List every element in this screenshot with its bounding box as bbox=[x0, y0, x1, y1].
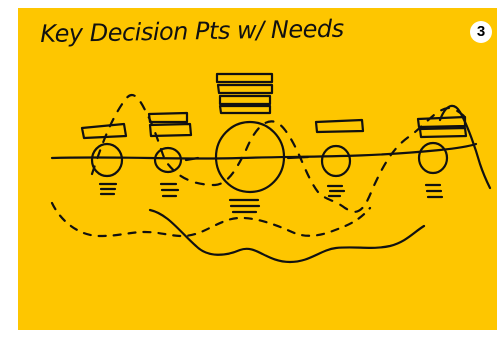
decision-point-1 bbox=[92, 144, 122, 176]
need-marks-2 bbox=[161, 184, 178, 196]
need-box-2a bbox=[149, 113, 187, 122]
need-box-4 bbox=[316, 120, 363, 132]
need-marks-1 bbox=[100, 184, 116, 194]
need-marks-5 bbox=[426, 185, 442, 197]
decision-point-4 bbox=[322, 146, 350, 176]
need-box-1 bbox=[82, 124, 126, 138]
need-marks-3 bbox=[230, 200, 259, 212]
need-box-5b bbox=[420, 128, 466, 137]
need-marks-4 bbox=[328, 186, 344, 196]
dashed-lower-curve bbox=[52, 203, 370, 236]
decision-point-2 bbox=[155, 148, 181, 172]
decision-point-5 bbox=[419, 143, 447, 173]
need-stack-3 bbox=[217, 74, 272, 113]
